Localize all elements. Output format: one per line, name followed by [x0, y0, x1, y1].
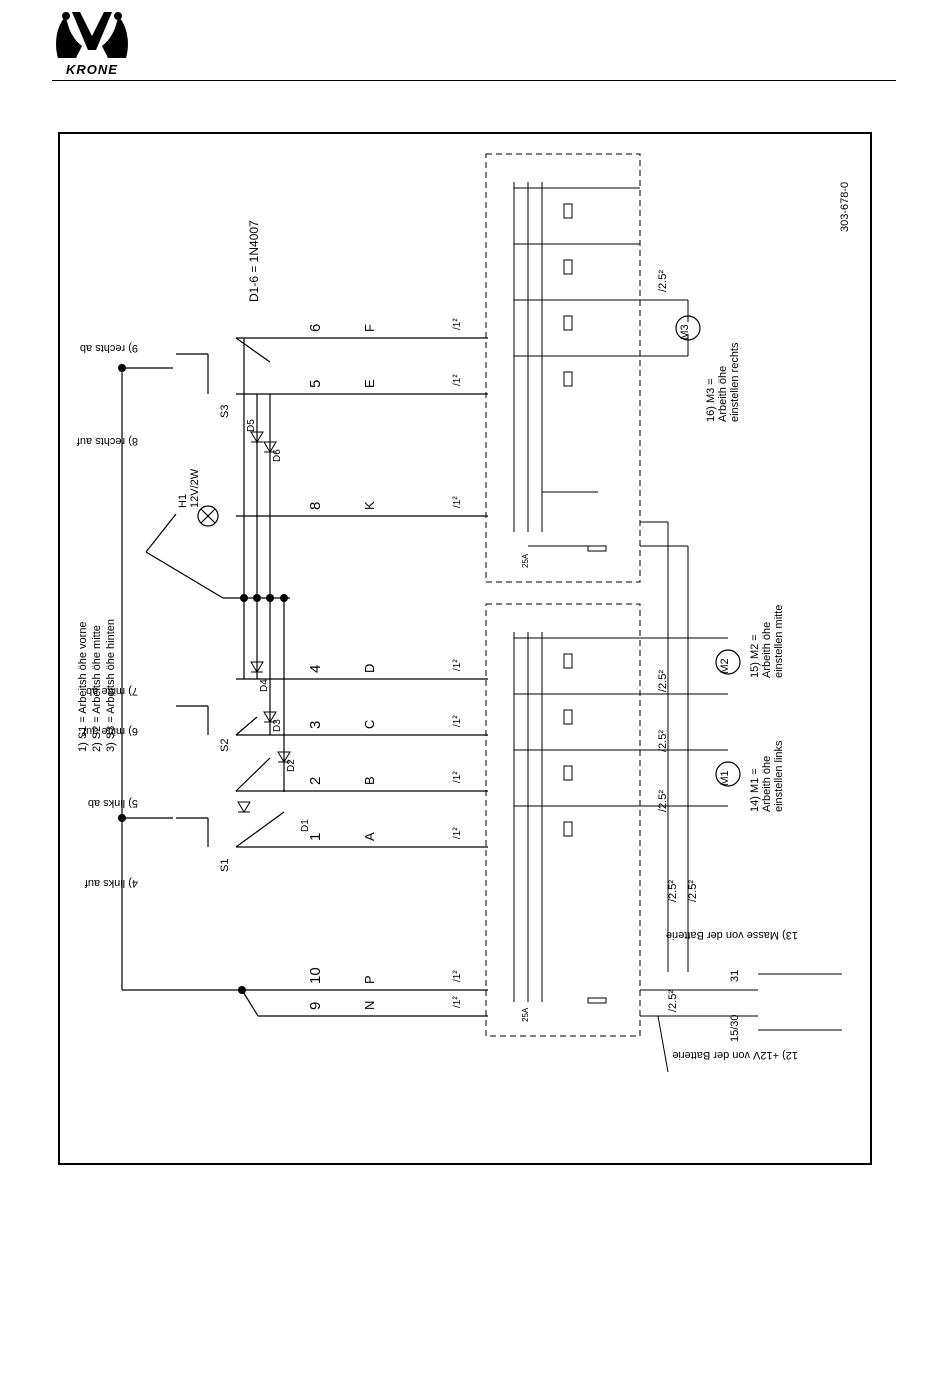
label-mitte-auf: 6) mitte auf	[82, 725, 138, 737]
label-rechts-auf: 8) rechts auf	[76, 435, 138, 447]
terminal-31: 31	[729, 970, 741, 982]
diode-d3: D3	[272, 719, 283, 732]
diode-spec: D1-6 = 1N4007	[247, 220, 261, 302]
label-links-ab: 5) links ab	[88, 797, 138, 809]
switch-s3: S3	[219, 405, 231, 418]
cross-section-2-5: /2.5²	[667, 990, 679, 1012]
connector-p: P	[362, 975, 377, 984]
wire-number-5: 5	[307, 380, 324, 388]
connector-a: A	[362, 832, 377, 841]
krone-logo: KRONE	[52, 6, 132, 77]
connector-n: N	[362, 1001, 377, 1010]
wire-number-3: 3	[307, 721, 324, 729]
cross-section-label: /1²	[452, 715, 463, 727]
wire-labels: 1 2 3 4 5 6 8 9 10 A B C D E F K N P/1²/1²/1²/1²/1²/1²/1²…	[219, 270, 699, 1012]
wire-number-6: 6	[307, 324, 324, 332]
cross-section-label: /1²	[452, 496, 463, 508]
motor-m1-desc-1: 14) M1 =	[749, 768, 761, 812]
cross-section-label: /1²	[452, 318, 463, 330]
motor-m3-icon	[675, 315, 701, 341]
connector-e: E	[362, 379, 377, 388]
wire-number-9: 9	[307, 1002, 324, 1010]
diode-d6: D6	[272, 449, 283, 462]
connector-c: C	[362, 720, 377, 729]
cross-section-label: /1²	[452, 374, 463, 386]
drawing-number: 303-678-0	[839, 182, 851, 232]
switch-s1: S1	[219, 859, 231, 872]
page-header: KRONE	[0, 0, 950, 90]
cross-section-2-5: /2.5²	[667, 880, 679, 902]
label-links-auf: 4) links auf	[84, 877, 138, 889]
header-rule	[52, 80, 896, 81]
diode-d4: D4	[259, 679, 270, 692]
wire-number-8: 8	[307, 502, 324, 510]
diode-d5: D5	[246, 419, 257, 432]
connector-f: F	[362, 324, 377, 332]
lamp-icon	[197, 505, 219, 527]
diode-d2: D2	[286, 759, 297, 772]
battery-ground: 13) Masse von der Batterie	[666, 929, 798, 941]
cross-section-label: /1²	[452, 771, 463, 783]
terminal-15-30: 15/30	[729, 1014, 741, 1042]
relay-module-right	[485, 153, 641, 583]
motor-m1-desc-3: einstellen links	[773, 740, 785, 812]
motor-m3-desc-3: einstellen rechts	[729, 342, 741, 422]
motor-m3-name: M3	[679, 324, 691, 339]
motor-m2-name: M2	[719, 658, 731, 673]
label-mitte-ab: 7) mitte ab	[86, 685, 138, 697]
cross-section-label: /1²	[452, 827, 463, 839]
relay-module-left	[485, 603, 641, 1037]
wiring-schematic: 303-678-0 D1-6 = 1N4007 1) S1 = Arbeitsh…	[76, 153, 851, 1073]
motor-m2-desc-2: Arbeith öhe	[761, 622, 773, 678]
connector-k: K	[362, 501, 377, 510]
krone-emblem-icon	[56, 12, 128, 58]
label-rechts-ab: 9) rechts ab	[80, 342, 138, 354]
motor-m2-desc-3: einstellen mitte	[773, 605, 785, 678]
lamp-rating: 12V/2W	[189, 468, 201, 508]
motor-m1-desc-2: Arbeith öhe	[761, 756, 773, 812]
wire-number-4: 4	[307, 665, 324, 673]
motor-m3-desc-2: Arbeith öhe	[717, 366, 729, 422]
motor-m2-icon	[715, 649, 741, 675]
cross-section-2-5: /2.5²	[657, 670, 669, 692]
cross-section-label: /1²	[452, 970, 463, 982]
switch-s2: S2	[219, 739, 231, 752]
connector-b: B	[362, 776, 377, 785]
cross-section-2-5: /2.5²	[657, 270, 669, 292]
wire-number-2: 2	[307, 777, 324, 785]
connector-d: D	[362, 664, 377, 673]
brand-name: KRONE	[66, 62, 118, 77]
cross-section-label: /1²	[452, 659, 463, 671]
lamp-name: H1	[177, 494, 189, 508]
battery-plus: 12) +12V von der Batterie	[672, 1049, 798, 1061]
motor-m1-icon	[715, 761, 741, 787]
cross-section-2-5: /2.5²	[657, 730, 669, 752]
motor-m2-desc-1: 15) M2 =	[749, 634, 761, 678]
motor-m1-name: M1	[719, 770, 731, 785]
motor-m3-desc-1: 16) M3 =	[705, 378, 717, 422]
wire-number-1: 1	[307, 833, 324, 841]
cross-section-2-5: /2.5²	[687, 880, 699, 902]
legend-s2: 2) S2 = Arbeitsh öhe mitte	[91, 625, 103, 752]
fuse-label-left: 25A	[521, 1007, 530, 1022]
legend-s1: 1) S1 = Arbeitsh öhe vorne	[77, 621, 89, 752]
wire-number-10: 10	[307, 967, 324, 984]
cross-section-label: /1²	[452, 996, 463, 1008]
drawing-frame	[58, 132, 872, 1165]
fuse-label-right: 25A	[521, 553, 530, 568]
cross-section-2-5: /2.5²	[657, 790, 669, 812]
legend-s3: 3) S3 = Arbeitsh öhe hinten	[105, 619, 117, 752]
diode-d1: D1	[300, 819, 311, 832]
